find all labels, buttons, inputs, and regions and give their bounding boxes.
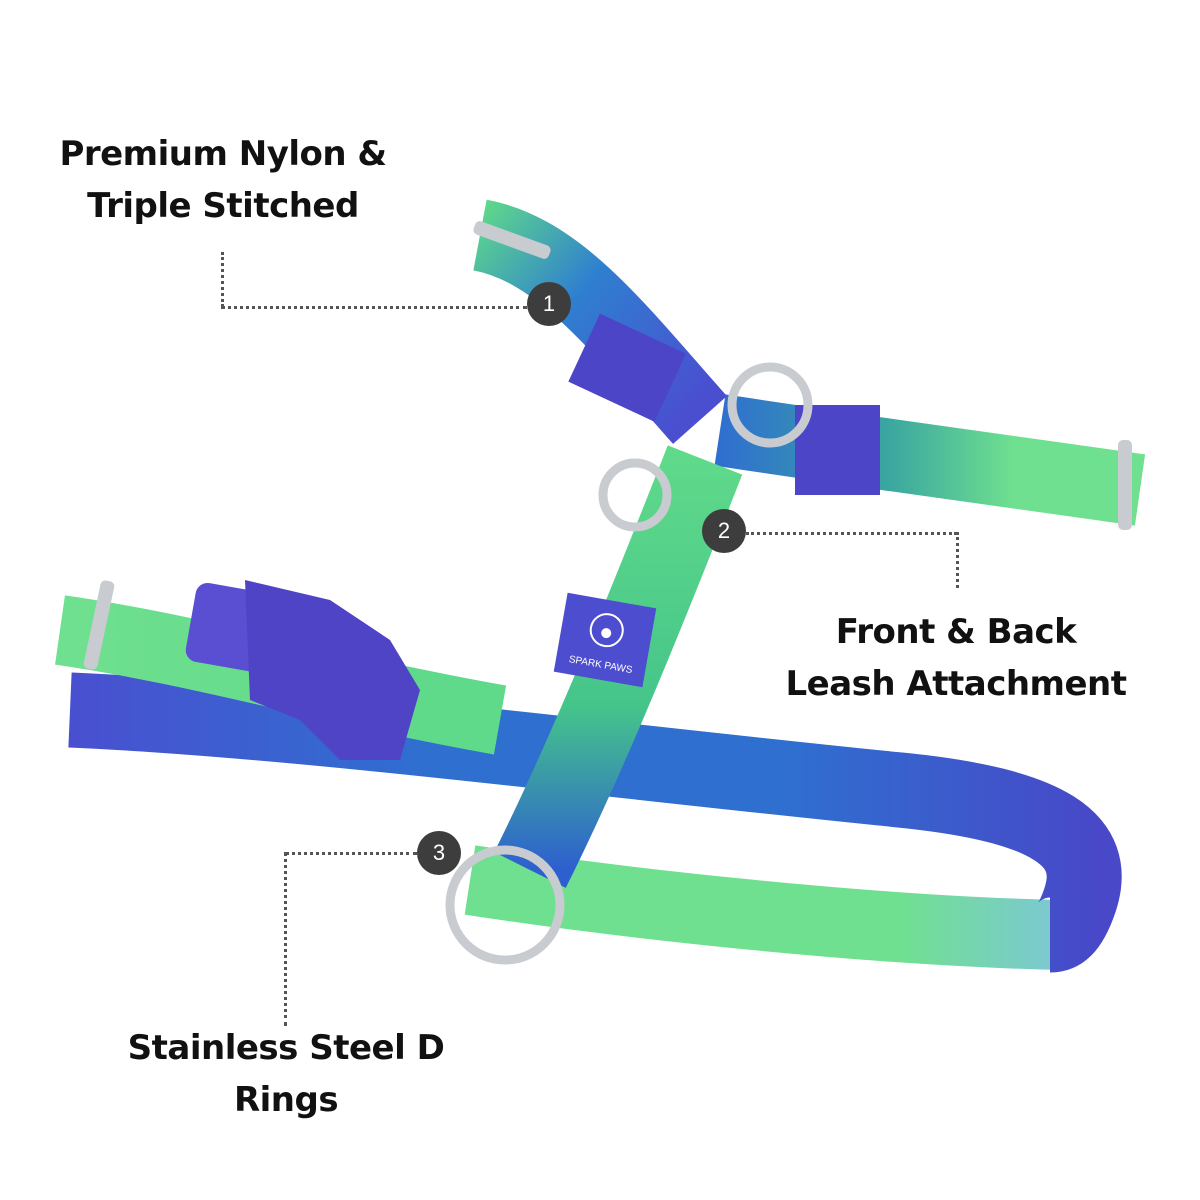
callout-label-line: Triple Stitched xyxy=(87,186,359,226)
belly-strap xyxy=(68,672,1122,973)
callout-label-line: Stainless Steel D xyxy=(127,1028,445,1068)
leader-line-3 xyxy=(285,852,417,855)
keeper-top xyxy=(568,313,687,422)
d-ring-front xyxy=(598,458,672,532)
brand-logo-patch: SPARK PAWS xyxy=(553,592,657,688)
leader-line-1 xyxy=(221,252,224,307)
right-strap xyxy=(714,394,1146,526)
d-ring-back xyxy=(727,362,813,448)
callout-label-line: Rings xyxy=(233,1080,339,1120)
callout-label-line: Leash Attachment xyxy=(785,664,1127,704)
side-release-buckle xyxy=(185,580,420,760)
lower-strap xyxy=(464,845,1061,970)
callout-marker-1: 1 xyxy=(527,282,571,326)
slider-buckle-left xyxy=(83,580,115,670)
callout-label-1: Premium Nylon & Triple Stitched xyxy=(23,128,423,232)
callout-label-2: Front & Back Leash Attachment xyxy=(756,606,1156,710)
callout-marker-3: 3 xyxy=(417,831,461,875)
callout-label-line: Premium Nylon & xyxy=(59,134,387,174)
callout-label-line: Front & Back xyxy=(835,612,1077,652)
slider-buckle-top xyxy=(473,221,551,259)
leader-line-2 xyxy=(746,532,957,535)
callout-marker-2: 2 xyxy=(702,509,746,553)
slider-buckle-right xyxy=(1118,440,1132,530)
leader-line-1 xyxy=(221,306,527,309)
leader-line-2 xyxy=(956,532,959,588)
d-ring-bottom xyxy=(445,845,565,965)
leader-line-3 xyxy=(284,852,287,1026)
callout-label-3: Stainless Steel D Rings xyxy=(86,1022,486,1126)
